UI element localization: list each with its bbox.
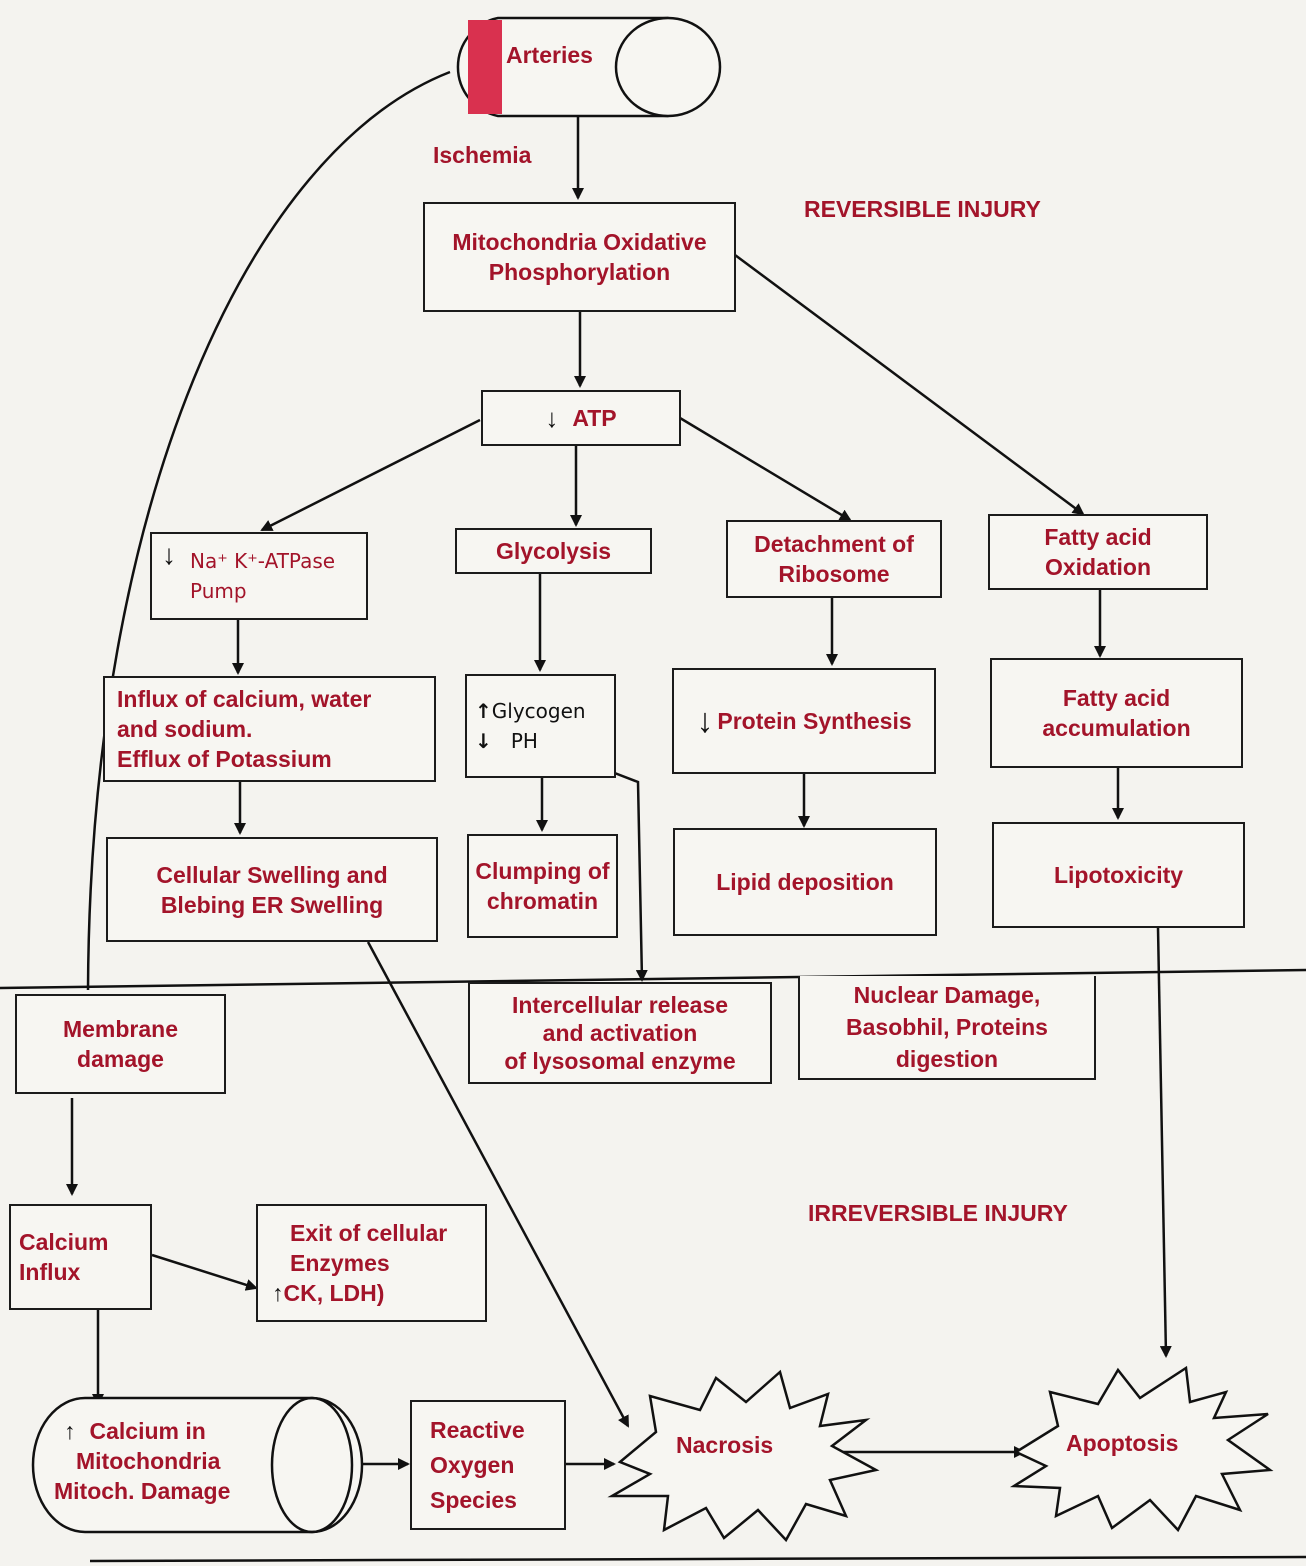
- curve-artery-to-membrane: [86, 70, 451, 991]
- down-arrow-icon: ↓: [162, 539, 176, 570]
- mito-cylinder: [31, 1396, 364, 1534]
- arrow-lipotox-apoptosis: [1156, 927, 1172, 1358]
- artery-cylinder: [456, 16, 722, 118]
- calcium-mitochondria-label: ↑Calcium in Mitochondria Mitoch. Damage: [54, 1418, 231, 1504]
- glycolysis-box: Glycolysis: [455, 528, 652, 574]
- membrane-damage-box: Membrane damage: [15, 994, 226, 1094]
- exit-cellular-enzymes-box: Exit of cellular Enzymes ↑CK, LDH): [256, 1204, 487, 1322]
- apoptosis-burst: [1009, 1365, 1274, 1533]
- reversible-injury-title: REVERSIBLE INJURY: [804, 196, 1041, 222]
- necrosis-burst: [607, 1369, 880, 1543]
- arrow-mito-fatty: [734, 253, 1085, 516]
- atp-box: ↓ ATP: [481, 390, 681, 446]
- arteries-label: Arteries: [506, 42, 593, 68]
- glycogen-ph-box: ↑Glycogen ↓ PH: [465, 674, 616, 778]
- down-arrow-icon: ↓: [475, 729, 492, 753]
- reactive-oxygen-species-box: Reactive Oxygen Species: [410, 1400, 566, 1530]
- up-arrow-icon: ↑: [272, 1280, 284, 1306]
- arrow-atp-pump: [260, 418, 481, 532]
- fatty-acid-oxidation-box: Fatty acid Oxidation: [988, 514, 1208, 590]
- necrosis-label: Nacrosis: [676, 1432, 774, 1458]
- lipid-deposition-box: Lipid deposition: [673, 828, 937, 936]
- protein-synthesis-box: ↓ Protein Synthesis: [672, 668, 936, 774]
- arrow-swelling-necrosis: [366, 941, 630, 1428]
- nuclear-damage-box: Nuclear Damage, Basobhil, Proteins diges…: [798, 976, 1096, 1080]
- up-arrow-icon: ↑: [475, 699, 492, 723]
- apoptosis-label: Apoptosis: [1066, 1430, 1179, 1456]
- artery-red-band: [468, 20, 502, 114]
- irreversible-injury-title: IRREVERSIBLE INJURY: [808, 1200, 1068, 1226]
- na-k-pump-box: ↓ Na⁺ K⁺-ATPase Pump: [150, 532, 368, 620]
- down-arrow-icon: ↓: [696, 702, 714, 740]
- arrow-ph-lysosomal: [611, 770, 648, 982]
- chromatin-clumping-box: Clumping of chromatin: [467, 834, 618, 938]
- influx-box: Influx of calcium, water and sodium. Eff…: [103, 676, 436, 782]
- calcium-influx-box: Calcium Influx: [9, 1204, 152, 1310]
- cellular-swelling-box: Cellular Swelling and Blebing ER Swellin…: [106, 837, 438, 942]
- bottom-line: [89, 1555, 1306, 1563]
- separator-line: [0, 968, 1306, 990]
- fatty-acid-accumulation-box: Fatty acid accumulation: [990, 658, 1243, 768]
- down-arrow-icon: ↓: [545, 403, 559, 433]
- up-arrow-icon: ↑: [64, 1418, 76, 1444]
- lysosomal-enzyme-box: Intercellular release and activation of …: [468, 982, 772, 1084]
- ribosome-detachment-box: Detachment of Ribosome: [726, 520, 942, 598]
- arrow-calcium-exit: [151, 1253, 258, 1291]
- ischemia-label: Ischemia: [433, 142, 532, 168]
- lipotoxicity-box: Lipotoxicity: [992, 822, 1245, 928]
- mito-oxphos-box: Mitochondria Oxidative Phosphorylation: [423, 202, 736, 312]
- arrow-atp-ribosome: [679, 416, 852, 522]
